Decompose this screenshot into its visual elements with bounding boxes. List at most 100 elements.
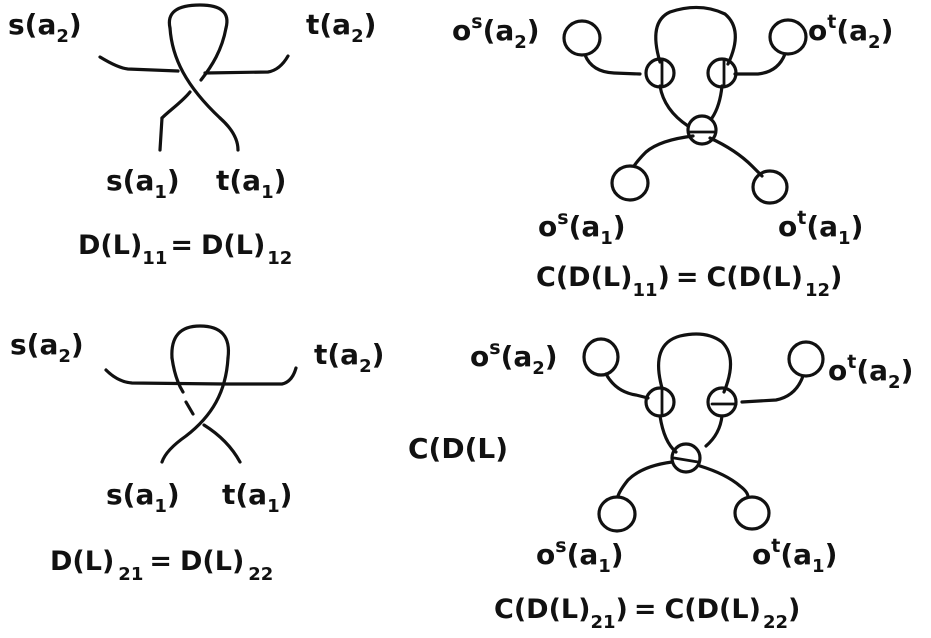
label-subscript: 2 [532, 358, 545, 379]
svg-text:ot(a1): ot(a1) [752, 535, 837, 577]
braid-strand-crossing-right [160, 90, 192, 120]
edge-right-to-center [710, 84, 724, 120]
label-base: (a [836, 14, 868, 47]
edge-center-to-ot-a1 [708, 136, 764, 178]
leaf-os-a1 [610, 164, 650, 202]
label-t-a2-bottom-left: t(a2) [314, 338, 384, 377]
equation-lhs-close: ) [616, 594, 628, 625]
equation-lhs: D(L) [78, 230, 142, 261]
label-close: ) [545, 340, 558, 373]
svg-text:s(a1): s(a1) [106, 478, 180, 517]
equation-lhs: C(D(L) [494, 594, 590, 625]
edge-left-to-center [658, 414, 678, 454]
svg-text:os(a1): os(a1) [538, 207, 626, 249]
equation-lhs-subscript: 21 [590, 612, 615, 633]
edge-left-to-center [658, 84, 690, 128]
side-label-c-d-l: C(D(L) [408, 432, 508, 465]
label-base: (a [856, 354, 888, 387]
label-o: o [828, 354, 847, 387]
svg-text:D(L)11=D(L)12: D(L)11=D(L)12 [78, 230, 292, 269]
svg-text:ot(a1): ot(a1) [778, 207, 863, 249]
label-base: (a [567, 538, 599, 571]
equation-equals: = [149, 546, 172, 577]
braid-strand-left-arm [98, 55, 180, 73]
clasper-graph-top-right [562, 5, 808, 205]
braid-strand-main-descent [160, 356, 230, 464]
braid-strand-lower-right [202, 423, 242, 464]
braid-diagram-top-left [98, 3, 290, 152]
label-base: s(a [10, 328, 58, 361]
label-subscript: 1 [812, 556, 825, 577]
label-o: o [752, 538, 771, 571]
edge-to-os-a2 [583, 53, 642, 76]
braid-crossing-tick [184, 400, 195, 416]
label-close: ) [527, 14, 540, 47]
equation-rhs-close: ) [788, 594, 800, 625]
label-close: ) [825, 538, 838, 571]
edge-center-to-os-a1 [632, 134, 695, 168]
svg-text:t(a1): t(a1) [216, 164, 286, 203]
label-subscript: 2 [56, 26, 69, 47]
equation-top-left: D(L)11=D(L)12 [78, 230, 292, 269]
clasp-node-left [644, 57, 676, 89]
label-os-a2-bottom-right: os(a2) [470, 337, 558, 379]
label-close: ) [364, 8, 377, 41]
braid-strand-upper-left [170, 356, 185, 394]
edge-top-loop [657, 332, 733, 394]
label-ot-a1-bottom-right: ot(a1) [752, 535, 837, 577]
label-subscript: 2 [58, 346, 71, 367]
label-close: ) [167, 164, 180, 197]
edge-center-to-ot-a1 [698, 464, 750, 499]
label-subscript: 1 [154, 496, 167, 517]
equation-lhs-close: ) [658, 262, 670, 293]
clasper-graph-bottom-right [582, 332, 825, 533]
label-os-a2-top-right: os(a2) [452, 11, 540, 53]
svg-text:os(a2): os(a2) [470, 337, 558, 379]
svg-text:t(a2): t(a2) [306, 8, 376, 47]
braid-strand-right-arm [203, 54, 290, 75]
label-superscript: s [489, 337, 500, 359]
label-o: o [470, 340, 489, 373]
label-o: o [778, 210, 797, 243]
label-base: t(a [222, 478, 267, 511]
edge-to-ot-a2 [733, 52, 787, 76]
braid-loop-arc [167, 3, 229, 30]
braid-strand-left-arm [104, 368, 226, 386]
label-ot-a1-top-right: ot(a1) [778, 207, 863, 249]
svg-text:s(a2): s(a2) [8, 8, 82, 47]
label-o: o [538, 210, 557, 243]
label-subscript: 2 [868, 32, 881, 53]
equation-rhs-subscript: 12 [267, 248, 292, 269]
equation-rhs-subscript: 12 [805, 280, 830, 301]
equation-equals: = [170, 230, 193, 261]
label-subscript: 1 [600, 228, 613, 249]
label-subscript: 2 [514, 32, 527, 53]
leaf-os-a2 [562, 19, 602, 57]
equation-equals: = [676, 262, 699, 293]
equation-lhs: C(D(L) [536, 262, 632, 293]
svg-text:D(L)21=D(L)22: D(L)21=D(L)22 [50, 546, 273, 585]
leaf-os-a2 [582, 337, 620, 377]
equation-bottom-left: D(L)21=D(L)22 [50, 546, 273, 585]
edge-right-to-center [704, 414, 724, 448]
label-os-a1-bottom-right: os(a1) [536, 535, 624, 577]
label-close: ) [851, 210, 864, 243]
equation-lhs-subscript: 21 [118, 564, 143, 585]
label-base: (a [483, 14, 515, 47]
equation-bottom-right: C(D(L)21)=C(D(L)22) [494, 594, 800, 633]
equation-rhs: D(L) [201, 230, 265, 261]
label-superscript: s [471, 11, 482, 33]
label-superscript: t [827, 11, 836, 33]
label-subscript: 2 [359, 356, 372, 377]
label-base: t(a [216, 164, 261, 197]
label-t-a2-top-left: t(a2) [306, 8, 376, 47]
braid-loop-rect [170, 324, 231, 360]
label-superscript: t [771, 535, 780, 557]
svg-text:ot(a2): ot(a2) [828, 351, 913, 393]
clasp-node-right [706, 57, 738, 89]
svg-text:t(a2): t(a2) [314, 338, 384, 377]
label-base: t(a [314, 338, 359, 371]
label-close: ) [69, 8, 82, 41]
braid-strand-bottom-left [158, 116, 164, 152]
